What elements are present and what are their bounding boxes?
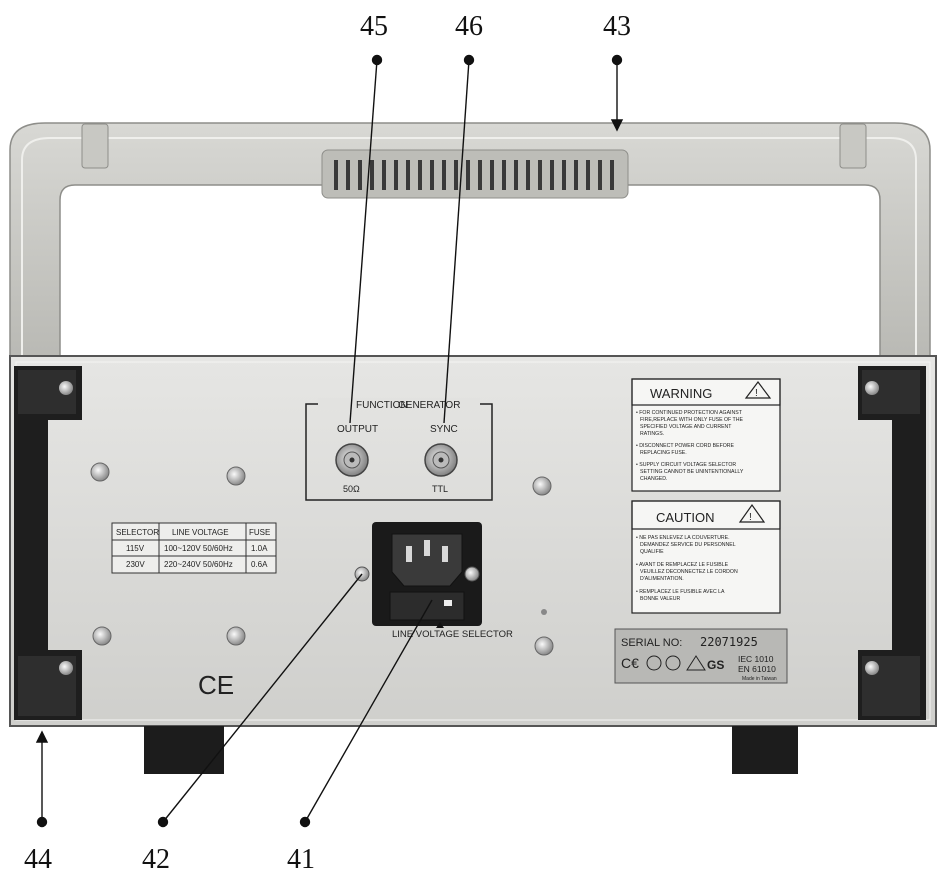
screw-icon <box>226 466 246 486</box>
bumper-screw-icon <box>59 661 73 675</box>
ce-cert-icon: C€ <box>621 655 639 671</box>
warning-text: RATINGS. <box>640 431 664 437</box>
made-in-label: Made in Taiwan <box>742 676 777 682</box>
caution-title: CAUTION <box>656 510 715 525</box>
sync-bnc-connector[interactable] <box>424 443 458 477</box>
bumper-screw-icon <box>865 661 879 675</box>
callout-arrow-icon <box>35 730 49 743</box>
output-impedance-label: 50Ω <box>343 484 360 494</box>
callout-dot-icon <box>299 816 311 828</box>
table-header: SELECTOR <box>116 528 159 537</box>
table-cell: 115V <box>126 544 145 553</box>
caution-text: BONNE VALEUR <box>640 596 681 602</box>
warning-title: WARNING <box>650 386 712 401</box>
callout-dot-icon <box>36 816 48 828</box>
callout-dot-icon <box>157 816 169 828</box>
stand-feet <box>144 726 798 774</box>
ul-cert-icon <box>646 655 662 671</box>
en-standard: EN 61010 <box>738 664 776 674</box>
warning-text: SPECIFIED VOLTAGE AND CURRENT <box>640 424 732 430</box>
fuse-selector-window <box>444 600 452 606</box>
table-cell: 220~240V 50/60Hz <box>164 560 233 569</box>
warning-text: REPLACING FUSE. <box>640 450 687 456</box>
fuse-drawer[interactable] <box>389 591 465 621</box>
iec-standard: IEC 1010 <box>738 654 774 664</box>
table-cell: 230V <box>126 560 145 569</box>
function-label: FUNCTION <box>356 400 408 411</box>
selector-arrow-icon <box>436 622 444 628</box>
handle-vent-slots <box>334 160 614 190</box>
voltage-selector-table: SELECTOR LINE VOLTAGE FUSE 115V 100~120V… <box>111 522 277 574</box>
table-cell: 100~120V 50/60Hz <box>164 544 233 553</box>
corner-bumpers <box>14 366 926 720</box>
caution-triangle-icon: ! <box>738 503 766 523</box>
warning-text: FIRE,REPLACE WITH ONLY FUSE OF THE <box>640 417 743 423</box>
table-header: LINE VOLTAGE <box>172 528 229 537</box>
callout-number: 46 <box>455 11 483 42</box>
serial-label: SERIAL NO: <box>621 637 682 649</box>
screw-icon <box>90 462 110 482</box>
callout-number: 41 <box>287 844 315 875</box>
inlet-screw-icon <box>464 566 480 582</box>
output-label: OUTPUT <box>337 424 378 435</box>
callout-arrow-icon <box>610 119 624 132</box>
serial-number: 22071925 <box>700 635 758 649</box>
sync-type-label: TTL <box>432 484 448 494</box>
line-voltage-selector-label: LINE VOLTAGE SELECTOR <box>392 629 513 640</box>
gs-triangle-icon <box>686 655 706 671</box>
callout-number: 42 <box>142 844 170 875</box>
sync-label: SYNC <box>430 424 458 435</box>
caution-text: VEUILLEZ DECONNECTEZ LE CORDON <box>640 569 738 575</box>
caution-text: DEMANDEZ SERVICE DU PERSONNEL <box>640 542 736 548</box>
function-generator-panel: FUNCTION GENERATOR OUTPUT SYNC 50Ω TTL <box>305 398 493 501</box>
table-cell: 0.6A <box>251 560 268 569</box>
screw-hole-icon <box>541 609 547 615</box>
callout-dot-icon <box>611 54 623 66</box>
caution-text: • REMPLACEZ LE FUSIBLE AVEC LA <box>636 589 725 595</box>
callout-dot-icon <box>371 54 383 66</box>
output-bnc-connector[interactable] <box>335 443 369 477</box>
panel-screws <box>90 462 554 656</box>
warning-triangle-icon: ! <box>744 381 772 399</box>
screw-icon <box>92 626 112 646</box>
screw-icon <box>532 476 552 496</box>
warning-text: CHANGED. <box>640 476 667 482</box>
warning-text: • DISCONNECT POWER CORD BEFORE <box>636 443 735 449</box>
table-header: FUSE <box>249 528 270 537</box>
inlet-pin-icon <box>424 540 430 556</box>
ce-mark: CE <box>198 670 234 700</box>
callout-leaders <box>35 54 624 828</box>
inlet-pin-icon <box>406 546 412 562</box>
warning-label: WARNING ! • FOR CONTINUED PROTECTION AGA… <box>631 378 781 492</box>
screw-icon <box>534 636 554 656</box>
carrying-handle <box>9 122 931 361</box>
bumper-screw-icon <box>59 381 73 395</box>
table-cell: 1.0A <box>251 544 268 553</box>
power-inlet-module[interactable] <box>354 522 482 628</box>
caution-text: • NE PAS ENLEVEZ LA COUVERTURE. <box>636 535 730 541</box>
warning-text: SETTING CANNOT BE UNINTENTIONALLY <box>640 469 744 475</box>
ul-cert-icon <box>665 655 681 671</box>
callout-dot-icon <box>463 54 475 66</box>
caution-text: QUALIFIE <box>640 549 664 555</box>
bumper-screw-icon <box>865 381 879 395</box>
callout-number: 44 <box>24 844 52 875</box>
callout-number: 43 <box>603 11 631 42</box>
caution-text: • AVANT DE REMPLACEZ LE FUSIBLE <box>636 562 729 568</box>
warning-text: • SUPPLY CIRCUIT VOLTAGE SELECTOR <box>636 462 736 468</box>
svg-text:!: ! <box>755 388 758 399</box>
gs-cert-icon: GS <box>707 658 724 672</box>
inlet-pin-icon <box>442 546 448 562</box>
serial-plate: SERIAL NO: 22071925 C€ GS IEC 1010 EN 61… <box>614 628 788 684</box>
svg-text:!: ! <box>749 512 752 523</box>
screw-icon <box>226 626 246 646</box>
callout-number: 45 <box>360 11 388 42</box>
caution-label: CAUTION ! • NE PAS ENLEVEZ LA COUVERTURE… <box>631 500 781 614</box>
generator-label: GENERATOR <box>398 400 460 411</box>
caution-text: D'ALIMENTATION. <box>640 576 684 582</box>
warning-text: • FOR CONTINUED PROTECTION AGAINST <box>636 410 743 416</box>
